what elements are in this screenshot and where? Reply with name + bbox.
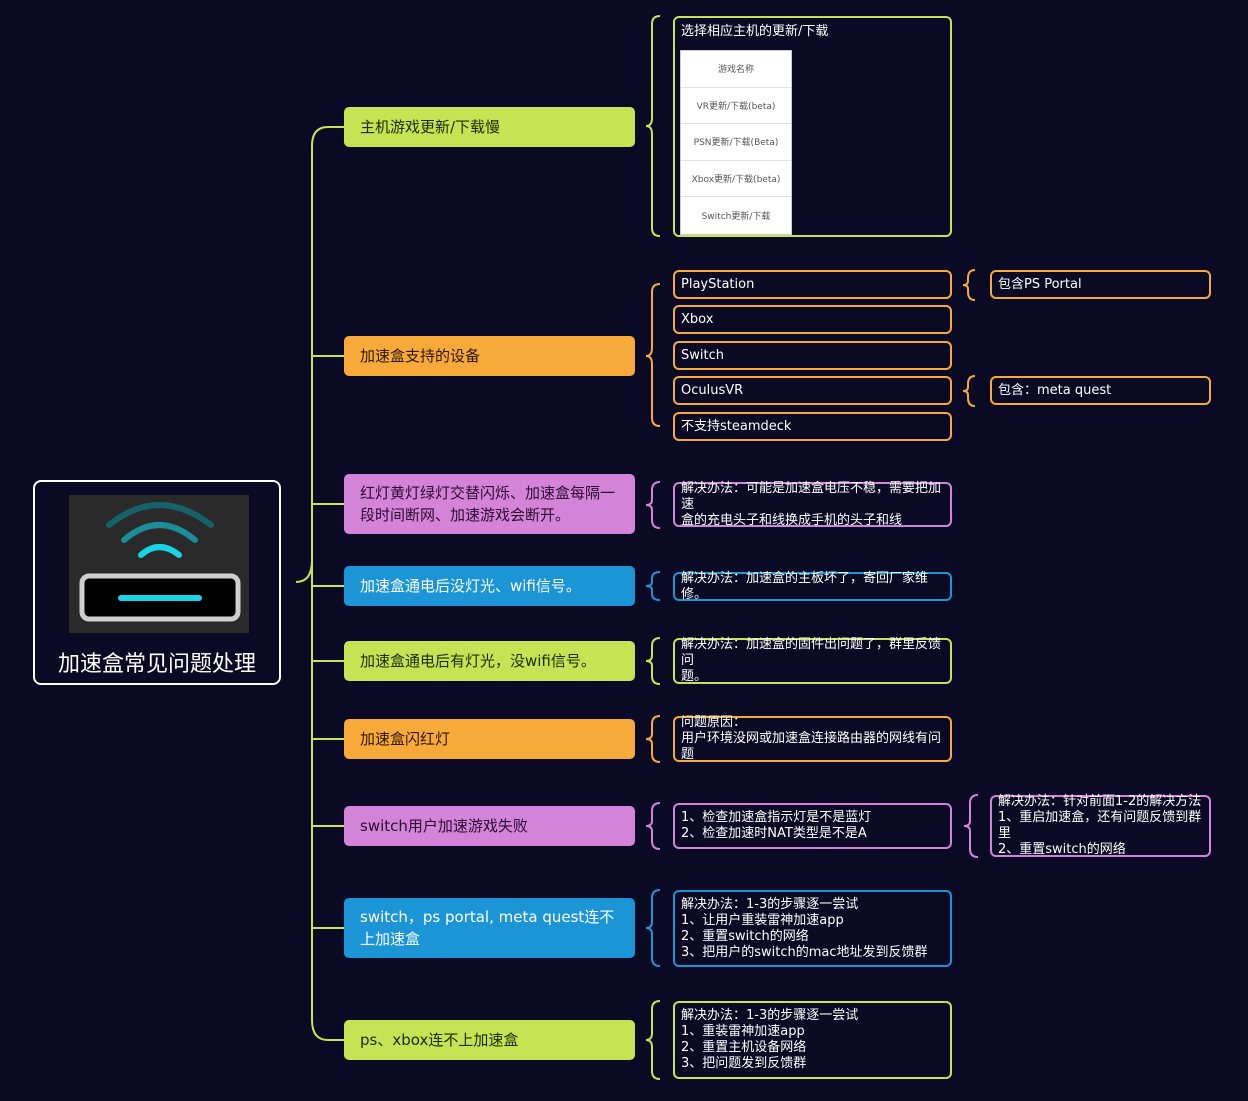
topic-update-slow[interactable]: 主机游戏更新/下载慢: [344, 107, 635, 147]
note-label: 包含PS Portal: [998, 276, 1082, 292]
topic-label: 加速盒闪红灯: [360, 730, 451, 748]
answer-line: 解决办法：1-3的步骤逐一尝试: [681, 896, 859, 912]
topic-label: switch用户加速游戏失败: [360, 817, 528, 835]
device-xbox[interactable]: Xbox: [673, 305, 952, 334]
table-row[interactable]: VR更新/下载(beta): [681, 88, 791, 124]
console-update-table: 游戏名称 VR更新/下载(beta) PSN更新/下载(Beta) Xbox更新…: [680, 50, 792, 235]
note-meta-quest[interactable]: 包含：meta quest: [990, 376, 1211, 405]
table-row[interactable]: PSN更新/下载(Beta): [681, 124, 791, 161]
device-oculusvr[interactable]: OculusVR: [673, 376, 952, 405]
answer-line: 2、重置switch的网络: [998, 842, 1126, 857]
device-label: Xbox: [681, 311, 714, 327]
answer-line: 解决办法：加速盒的主板坏了，寄回厂家维修。: [681, 570, 929, 602]
topic-switch-fail[interactable]: switch用户加速游戏失败: [344, 806, 635, 846]
device-no-steamdeck[interactable]: 不支持steamdeck: [673, 412, 952, 441]
topic-light-no-wifi[interactable]: 加速盒通电后有灯光，没wifi信号。: [344, 641, 635, 681]
answer-connect-steps[interactable]: 解决办法：1-3的步骤逐一尝试 1、让用户重装雷神加速app 2、重置switc…: [673, 890, 952, 967]
topic-no-light-no-wifi[interactable]: 加速盒通电后没灯光、wifi信号。: [344, 566, 635, 606]
answer-line: 2、重置主机设备网络: [681, 1040, 807, 1055]
answer-line: 盒的充电头子和线换成手机的头子和线: [681, 512, 903, 528]
topic-label: ps、xbox连不上加速盒: [360, 1031, 519, 1049]
answer-line: 1、重装雷神加速app: [681, 1024, 805, 1039]
answer-check-steps[interactable]: 1、检查加速盒指示灯是不是蓝灯 2、检查加速时NAT类型是不是A: [673, 803, 952, 849]
answer-switch-solution[interactable]: 解决办法：针对前面1-2的解决方法 1、重启加速盒，还有问题反馈到群里 2、重置…: [990, 794, 1211, 857]
topic-cannot-connect[interactable]: switch，ps portal, meta quest连不上加速盒: [344, 898, 635, 958]
topic-ps-xbox-connect[interactable]: ps、xbox连不上加速盒: [344, 1020, 635, 1060]
table-row[interactable]: Xbox更新/下载(beta): [681, 161, 791, 197]
wifi-router-icon: [69, 495, 249, 633]
answer-line: 1、让用户重装雷神加速app: [681, 912, 844, 928]
device-label: 不支持steamdeck: [681, 418, 792, 434]
note-ps-portal[interactable]: 包含PS Portal: [990, 270, 1211, 299]
table-row[interactable]: 游戏名称: [681, 51, 791, 88]
root-node[interactable]: 加速盒常见问题处理: [33, 480, 281, 685]
device-label: OculusVR: [681, 382, 744, 398]
update-download-box[interactable]: 选择相应主机的更新/下载: [673, 16, 952, 237]
device-playstation[interactable]: PlayStation: [673, 270, 952, 299]
topic-lights-flashing[interactable]: 红灯黄灯绿灯交替闪烁、加速盒每隔一段时间断网、加速游戏会断开。: [344, 474, 635, 534]
answer-line: 3、把问题发到反馈群: [681, 1056, 807, 1071]
device-label: Switch: [681, 347, 724, 363]
topic-label: switch，ps portal, meta quest连不上加速盒: [360, 908, 615, 948]
answer-line: 用户环境没网或加速盒连接路由器的网线有问题: [681, 731, 942, 762]
topic-supported-devices[interactable]: 加速盒支持的设备: [344, 336, 635, 376]
answer-line: 问题原因：: [681, 715, 747, 730]
answer-line: 解决办法：1-3的步骤逐一尝试: [681, 1008, 859, 1023]
answer-mainboard[interactable]: 解决办法：加速盒的主板坏了，寄回厂家维修。: [673, 570, 952, 602]
answer-line: 1、检查加速盒指示灯是不是蓝灯: [681, 810, 872, 825]
topic-label: 加速盒通电后没灯光、wifi信号。: [360, 577, 581, 595]
answer-line: 题。: [681, 669, 708, 684]
answer-network-cause[interactable]: 问题原因： 用户环境没网或加速盒连接路由器的网线有问题: [673, 715, 952, 762]
root-title: 加速盒常见问题处理: [57, 652, 256, 677]
device-label: PlayStation: [681, 276, 755, 292]
answer-line: 解决办法：可能是加速盒电压不稳，需要把加速: [681, 480, 942, 512]
topic-label: 红灯黄灯绿灯交替闪烁、加速盒每隔一段时间断网、加速游戏会断开。: [360, 484, 616, 524]
note-label: 包含：meta quest: [998, 382, 1112, 398]
answer-ps-xbox-steps[interactable]: 解决办法：1-3的步骤逐一尝试 1、重装雷神加速app 2、重置主机设备网络 3…: [673, 1001, 952, 1079]
answer-firmware[interactable]: 解决办法：加速盒的固件出问题了，群里反馈问 题。: [673, 637, 952, 684]
topic-label: 主机游戏更新/下载慢: [360, 118, 501, 136]
topic-red-light[interactable]: 加速盒闪红灯: [344, 719, 635, 759]
answer-line: 3、把用户的switch的mac地址发到反馈群: [681, 944, 928, 960]
answer-line: 解决办法：加速盒的固件出问题了，群里反馈问: [681, 637, 942, 668]
answer-line: 2、重置switch的网络: [681, 928, 809, 944]
topic-label: 加速盒支持的设备: [360, 347, 481, 365]
table-row[interactable]: Switch更新/下载: [701, 211, 771, 222]
answer-line: 2、检查加速时NAT类型是不是A: [681, 826, 867, 841]
answer-line: 解决办法：针对前面1-2的解决方法: [998, 794, 1202, 809]
device-switch[interactable]: Switch: [673, 341, 952, 370]
answer-voltage[interactable]: 解决办法：可能是加速盒电压不稳，需要把加速 盒的充电头子和线换成手机的头子和线: [673, 480, 952, 528]
answer-line: 1、重启加速盒，还有问题反馈到群里: [998, 810, 1202, 841]
topic-label: 加速盒通电后有灯光，没wifi信号。: [360, 652, 596, 670]
update-box-title: 选择相应主机的更新/下载: [681, 24, 829, 39]
